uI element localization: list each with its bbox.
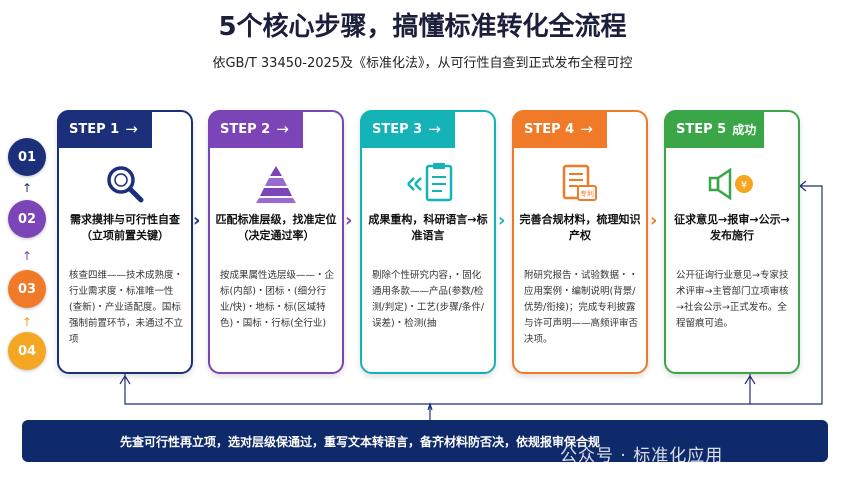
step-header-4: STEP 4 → <box>512 110 607 148</box>
step-description: 附研究报告・试验数据・・应用案例・编制说明(背景/优势/衔接)；完成专利披露与许… <box>524 270 639 345</box>
step-label: STEP 3 <box>372 121 423 137</box>
svg-text:专利: 专利 <box>580 189 594 198</box>
page-subtitle: 依GB/T 33450-2025及《标准化法》，从可行性自查到正式发布全程可控 <box>212 56 633 71</box>
document-patent-icon: 专利 <box>514 162 646 206</box>
step-card-4: STEP 4 → 专利 完善合规材料，梳理知识产权 附研究报告・试验数据・・应用案… <box>512 110 648 374</box>
side-step-circle: 01 <box>8 138 46 176</box>
side-up-arrow-icon: ↑ <box>21 181 33 195</box>
step-header-1: STEP 1 → <box>57 110 152 148</box>
step-label: STEP 1 <box>69 121 120 137</box>
watermark-text: 公众号 · 标准化应用 <box>560 446 724 466</box>
flow-arrow-icon: › <box>498 210 506 231</box>
step-description: 按成果属性选层级——・企标(内部)・团标・(细分行业/快)・地标・标(区域特色)… <box>220 270 335 329</box>
side-up-arrow-icon: ↑ <box>21 249 33 263</box>
arrow-right-icon: → <box>276 120 289 138</box>
step-header-5: STEP 5 成功 <box>664 110 764 148</box>
side-step-circle: 04 <box>8 332 46 370</box>
step-title: 成果重构，科研语言→标准语言 <box>368 213 488 242</box>
summary-bar: 先查可行性再立项，选对层级保通过，重写文本转语言，备齐材料防否决，依规报审保合规 <box>22 420 828 462</box>
megaphone-icon: ¥ <box>666 162 798 206</box>
magnifier-icon <box>59 162 191 206</box>
step-title: 完善合规材料，梳理知识产权 <box>519 213 641 242</box>
step-header-3: STEP 3 → <box>360 110 455 148</box>
step-card-5: STEP 5 成功 ¥ 征求意见→报审→公示→发布施行 公开征询行业意见→专家技术… <box>664 110 800 374</box>
flow-arrow-icon: › <box>345 210 353 231</box>
step-description: 公开征询行业意见→专家技术评审→主管部门立项审核→社会公示→正式发布。全程留痕可… <box>676 270 789 329</box>
arrow-right-icon: → <box>580 120 593 138</box>
checklist-icon <box>362 162 494 206</box>
step-title: 需求摸排与可行性自查（立项前置关键） <box>70 213 180 242</box>
side-step-circle: 03 <box>8 270 46 308</box>
step-description: 剔除个性研究内容，・固化通用条款——产品(参数/检测/判定)・工艺(步骤/条件/… <box>372 270 485 329</box>
step-description: 核查四维——技术成熟度・行业需求度・标准唯一性(查新)・产业适配度。国标强制前置… <box>69 270 184 345</box>
step-label: STEP 2 <box>220 121 271 137</box>
arrow-right-icon: → <box>125 120 138 138</box>
step-title: 匹配标准层级，找准定位（决定通过率） <box>215 213 337 242</box>
step-card-3: STEP 3 → 成果重构，科研语言→标准语言 剔除个性研究内容，・固化通用条款—… <box>360 110 496 374</box>
flow-arrow-icon: › <box>193 210 201 231</box>
step-card-2: STEP 2 → 匹配标准层级，找准定位（决定通过率） 按成果属性选层级——・企标… <box>208 110 344 374</box>
pyramid-icon <box>210 162 342 206</box>
side-step-circle: 02 <box>8 200 46 238</box>
step-label: STEP 4 <box>524 121 575 137</box>
arrow-right-icon: → <box>428 120 441 138</box>
step-card-1: STEP 1 → 需求摸排与可行性自查（立项前置关键） 核查四维——技术成熟度・行… <box>57 110 193 374</box>
svg-text:¥: ¥ <box>741 180 747 191</box>
page-title: 5个核心步骤，搞懂标准转化全流程 <box>218 12 627 42</box>
step-title: 征求意见→报审→公示→发布施行 <box>674 213 790 242</box>
success-label: 成功 <box>732 122 757 137</box>
step-label: STEP 5 <box>676 121 727 137</box>
step-header-2: STEP 2 → <box>208 110 303 148</box>
side-up-arrow-icon: ↑ <box>21 315 33 329</box>
flow-arrow-icon: › <box>650 210 658 231</box>
